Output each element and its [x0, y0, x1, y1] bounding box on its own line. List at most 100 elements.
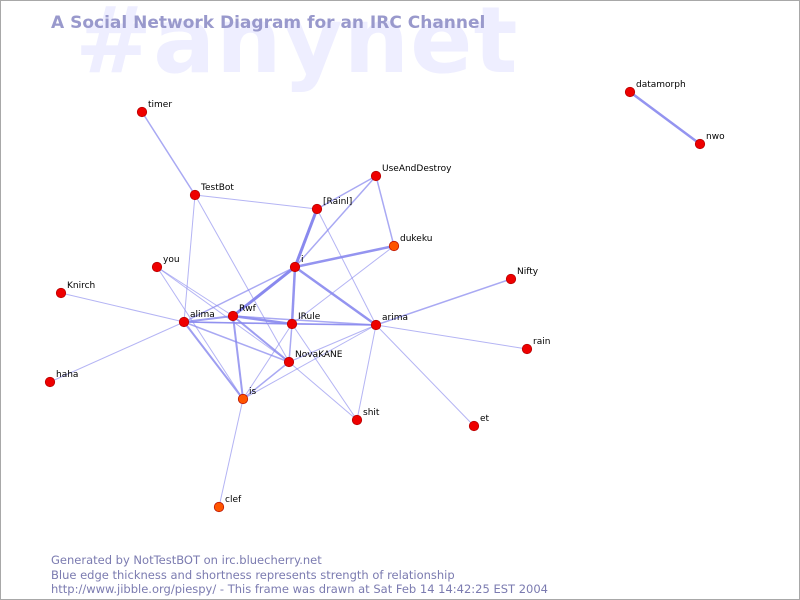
edge-i-alima — [183, 266, 296, 323]
node-rain: rain — [521, 337, 550, 355]
node-nifty: Nifty — [505, 267, 539, 285]
node-testbot: TestBot — [189, 183, 234, 201]
node-shit: shit — [351, 408, 380, 426]
edge-arima-rain — [375, 324, 528, 350]
node-you: you — [151, 255, 180, 273]
node-label: IRule — [298, 312, 321, 322]
node-dot — [388, 240, 400, 252]
node-haha: haha — [44, 370, 78, 388]
node-label: is — [249, 387, 257, 397]
node-label: NovaKANE — [295, 350, 343, 360]
node-label: clef — [225, 495, 242, 505]
node-arima: arima — [370, 313, 408, 331]
edge-you-is — [156, 266, 244, 400]
node-dot — [44, 376, 56, 388]
node-dot — [283, 356, 295, 368]
node-label: Nifty — [517, 267, 539, 277]
node-is: is — [237, 387, 257, 405]
edge-useanddestroy-i — [294, 175, 377, 268]
node-label: i — [301, 255, 304, 265]
node-dot — [237, 393, 249, 405]
node-label: UseAndDestroy — [382, 164, 452, 174]
edge-irule-novakane — [288, 323, 293, 363]
diagram-title: A Social Network Diagram for an IRC Chan… — [51, 13, 486, 33]
edge-dukeku-i — [294, 244, 395, 269]
footer-source-timestamp: http://www.jibble.org/piespy/ - This fra… — [51, 582, 548, 596]
node-irule: IRule — [286, 312, 321, 330]
node-label: rain — [533, 337, 550, 347]
edge-testbot-alima — [183, 194, 196, 323]
node-timer: timer — [136, 100, 172, 118]
edge-novakane-shit — [288, 361, 358, 421]
edge-alima-rwf — [183, 315, 234, 323]
node-et: et — [468, 414, 490, 432]
edge-rwf-arima — [232, 315, 377, 326]
node-useanddestroy: UseAndDestroy — [370, 164, 452, 182]
edge-knirch-alima — [60, 292, 185, 323]
edge-layer — [49, 90, 701, 508]
edge-i-rwf — [232, 265, 296, 318]
edge-useanddestroy-rainl — [316, 175, 377, 210]
channel-watermark: #anynet — [75, 0, 519, 94]
node-dot — [370, 170, 382, 182]
edge-irule-shit — [291, 323, 358, 421]
node-label: Knirch — [67, 281, 95, 291]
edge-i-arima — [294, 265, 377, 327]
node-dot — [505, 273, 517, 285]
edge-arima-nifty — [375, 278, 512, 326]
node-dot — [55, 287, 67, 299]
node-label: nwo — [706, 132, 725, 142]
node-alima: alima — [178, 310, 215, 328]
edge-irule-is — [242, 323, 293, 400]
node-label: haha — [56, 370, 78, 380]
edge-arima-is — [242, 324, 377, 400]
edge-testbot-rainl — [194, 194, 318, 210]
edge-irule-arima — [291, 323, 377, 326]
node-dot — [370, 319, 382, 331]
node-label: alima — [190, 310, 215, 320]
node-label: arima — [382, 313, 408, 323]
node-novakane: NovaKANE — [283, 350, 343, 368]
node-i: i — [289, 255, 304, 273]
node-dot — [624, 86, 636, 98]
node-label: datamorph — [636, 80, 686, 90]
node-dot — [213, 501, 225, 513]
footer-legend-note: Blue edge thickness and shortness repres… — [51, 567, 455, 582]
edge-rainl-arima — [316, 208, 377, 326]
edge-testbot-novakane — [194, 194, 290, 363]
edge-datamorph-nwo — [629, 90, 701, 146]
footer-generated-by: Generated by NotTestBOT on irc.bluecherr… — [51, 553, 322, 567]
node-label: dukeku — [400, 234, 432, 244]
edge-arima-novakane — [288, 324, 377, 363]
node-dot — [151, 261, 163, 273]
node-clef: clef — [213, 495, 242, 513]
node-label: timer — [148, 100, 172, 110]
node-label: TestBot — [200, 183, 234, 193]
edge-i-irule — [290, 266, 297, 325]
node-dot — [136, 106, 148, 118]
node-nwo: nwo — [694, 132, 725, 150]
edge-timer-testbot — [141, 111, 196, 196]
edge-rwf-novakane — [232, 315, 290, 363]
edge-dukeku-irule — [291, 245, 395, 325]
node-dot — [311, 203, 323, 215]
node-dot — [468, 420, 480, 432]
edge-useanddestroy-dukeku — [375, 175, 395, 247]
node-dot — [694, 138, 706, 150]
node-datamorph: datamorph — [624, 80, 686, 98]
node-dot — [289, 261, 301, 273]
node-dukeku: dukeku — [388, 234, 432, 252]
node-rwf: Rwf — [227, 304, 257, 322]
edge-novakane-is — [242, 361, 290, 400]
node-label: shit — [363, 408, 380, 418]
node-knirch: Knirch — [55, 281, 95, 299]
node-dot — [189, 189, 201, 201]
edge-haha-alima — [49, 321, 185, 383]
node-rainl: [Rainl] — [311, 197, 352, 215]
edge-alima-is — [183, 321, 244, 400]
edge-is-clef — [218, 398, 244, 508]
node-dot — [178, 316, 190, 328]
node-dot — [227, 310, 239, 322]
